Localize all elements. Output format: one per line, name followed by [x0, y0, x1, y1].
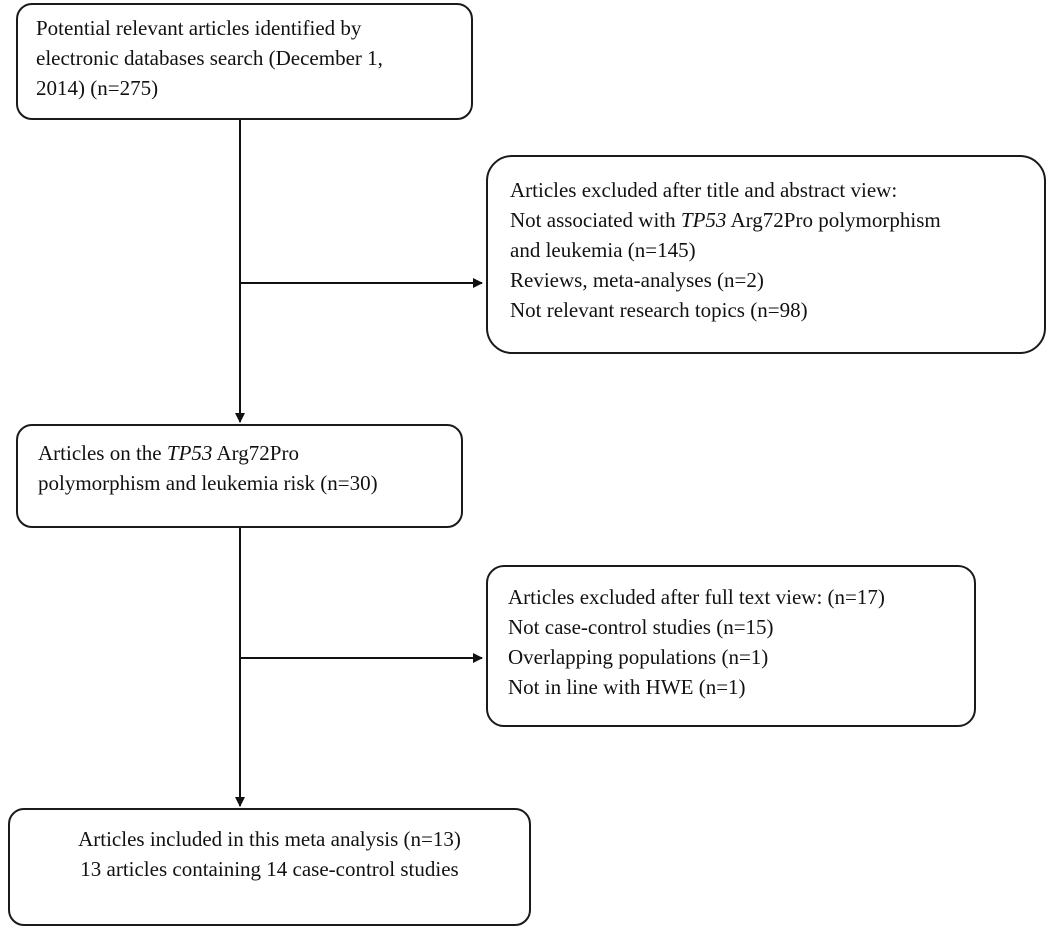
excluded-full-text-heading: Articles excluded after full text view: … — [508, 585, 885, 609]
articles-on-topic-text: Articles on the — [38, 441, 167, 465]
search-results-box: Potential relevant articles identified b… — [16, 3, 473, 120]
exclusion-reason-text: Arg72Pro polymorphism — [726, 208, 941, 232]
search-line-3: 2014) (n=275) — [36, 76, 159, 100]
articles-on-topic-text: Arg72Pro — [212, 441, 299, 465]
exclusion-reason: Not associated with TP53 Arg72Pro polymo… — [510, 205, 1044, 235]
included-line-2: 13 articles containing 14 case-control s… — [80, 857, 459, 881]
articles-on-topic-line-2: polymorphism and leukemia risk (n=30) — [38, 471, 378, 495]
exclusion-reason-text: Not associated with — [510, 208, 681, 232]
exclusion-reason: and leukemia (n=145) — [510, 238, 696, 262]
excluded-full-text-box: Articles excluded after full text view: … — [486, 565, 976, 727]
exclusion-reason: Not relevant research topics (n=98) — [510, 298, 808, 322]
exclusion-reason: Not in line with HWE (n=1) — [508, 675, 746, 699]
search-line-1: Potential relevant articles identified b… — [36, 16, 362, 40]
included-line-1: Articles included in this meta analysis … — [78, 827, 461, 851]
excluded-title-abstract-heading: Articles excluded after title and abstra… — [510, 178, 898, 202]
exclusion-reason: Not case-control studies (n=15) — [508, 615, 774, 639]
exclusion-reason: Overlapping populations (n=1) — [508, 645, 769, 669]
articles-on-topic-box: Articles on the TP53 Arg72Pro polymorphi… — [16, 424, 463, 528]
excluded-title-abstract-box: Articles excluded after title and abstra… — [486, 155, 1046, 354]
included-studies-box: Articles included in this meta analysis … — [8, 808, 531, 926]
gene-name: TP53 — [166, 441, 213, 465]
gene-name: TP53 — [680, 208, 727, 232]
exclusion-reason: Reviews, meta-analyses (n=2) — [510, 268, 764, 292]
search-line-2: electronic databases search (December 1, — [36, 46, 383, 70]
articles-on-topic-line-1: Articles on the TP53 Arg72Pro — [38, 438, 461, 468]
